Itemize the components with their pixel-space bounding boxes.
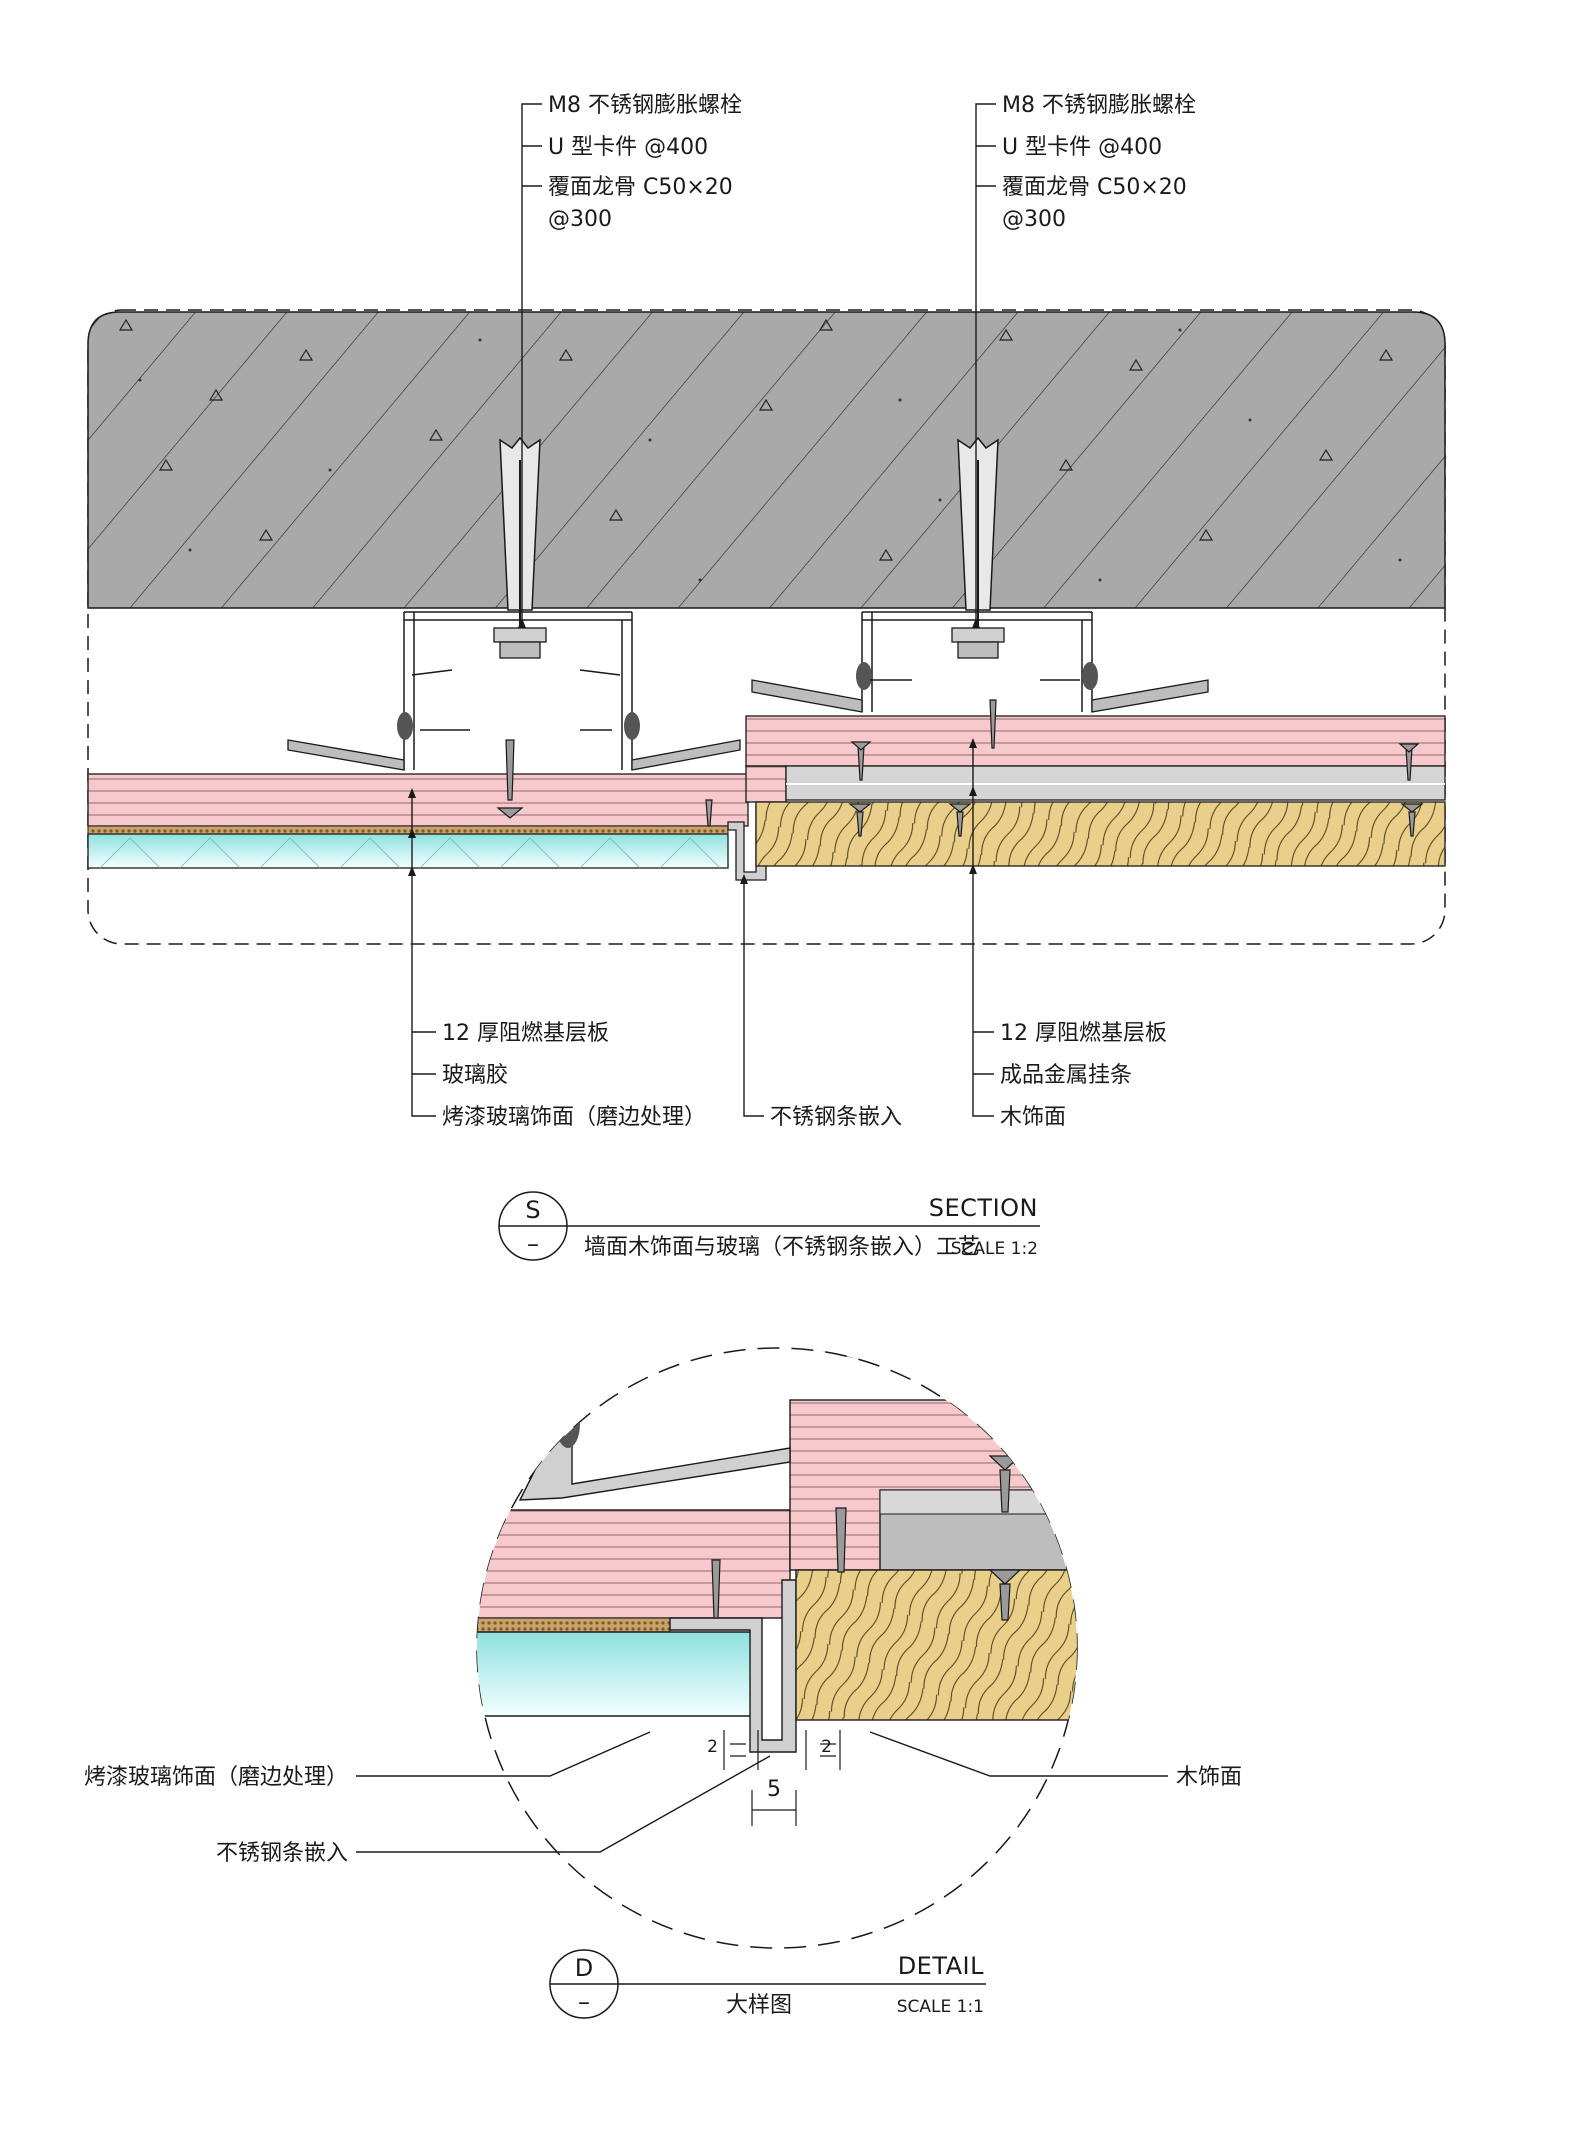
glass-glue-layer xyxy=(87,825,729,835)
callout-steel-strip: 不锈钢条嵌入 xyxy=(770,1105,902,1130)
section-scale: SCALE 1:2 xyxy=(951,1239,1038,1259)
section-boundary xyxy=(87,309,1446,945)
callout-keel-right: 覆面龙骨 C50×20 xyxy=(1002,175,1187,200)
callout-keel-spacing-left: @300 xyxy=(548,207,612,232)
u-clip-right xyxy=(751,611,1209,713)
screws xyxy=(496,699,1424,837)
detail-glue xyxy=(477,1617,671,1633)
section-mark-sub: – xyxy=(527,1230,539,1258)
callout-hanger: 成品金属挂条 xyxy=(1000,1063,1132,1088)
base-board-left xyxy=(87,773,749,827)
metal-hanger-strip xyxy=(785,765,1446,801)
leaders-top xyxy=(521,103,996,620)
detail-board-left xyxy=(477,1509,791,1619)
callout-glue: 玻璃胶 xyxy=(442,1063,508,1088)
detail-scale: SCALE 1:1 xyxy=(897,1997,984,2017)
section-title-en: SECTION xyxy=(929,1194,1038,1222)
detail-title-block: D – DETAIL 大样图 SCALE 1:1 xyxy=(549,1949,986,2019)
detail-callout-glass: 烤漆玻璃饰面（磨边处理） xyxy=(84,1765,348,1790)
detail-callout-steel: 不锈钢条嵌入 xyxy=(216,1841,348,1866)
callout-glass: 烤漆玻璃饰面（磨边处理） xyxy=(442,1105,706,1130)
detail-wood xyxy=(795,1569,1077,1721)
detail-dimensions xyxy=(723,1730,841,1826)
section-title-block: S – SECTION 墙面木饰面与玻璃（不锈钢条嵌入）工艺 SCALE 1:2 xyxy=(498,1191,1040,1261)
callout-board-right: 12 厚阻燃基层板 xyxy=(1000,1021,1167,1046)
concrete-wall xyxy=(87,311,1446,609)
callout-bolt-left: M8 不锈钢膨胀螺栓 xyxy=(548,93,742,118)
callout-keel-spacing-right: @300 xyxy=(1002,207,1066,232)
detail-mark-sub: – xyxy=(578,1988,590,2016)
section-title-cn: 墙面木饰面与玻璃（不锈钢条嵌入）工艺 xyxy=(584,1235,980,1260)
detail-leaders xyxy=(356,1731,1168,1853)
expansion-bolt-right xyxy=(951,436,1005,659)
dim-gap-left: 2 xyxy=(707,1737,718,1757)
section-drawing: M8 不锈钢膨胀螺栓 U 型卡件 @400 覆面龙骨 C50×20 @300 M… xyxy=(87,93,1446,1130)
callout-wood: 木饰面 xyxy=(1000,1105,1066,1130)
callout-keel-left: 覆面龙骨 C50×20 xyxy=(548,175,733,200)
detail-glass xyxy=(477,1631,759,1717)
leader-arrows xyxy=(408,618,980,884)
dim-gap-right: 2 xyxy=(821,1737,832,1757)
section-mark: S xyxy=(525,1196,540,1224)
wood-veneer-panel xyxy=(755,801,1446,867)
detail-title-cn: 大样图 xyxy=(726,1993,792,2018)
detail-bracket xyxy=(518,1419,791,1501)
lacquered-glass-panel xyxy=(87,833,729,869)
callout-uclip-right: U 型卡件 @400 xyxy=(1002,135,1162,160)
callout-uclip-left: U 型卡件 @400 xyxy=(548,135,708,160)
detail-callout-wood: 木饰面 xyxy=(1176,1765,1242,1790)
detail-mark: D xyxy=(575,1954,593,1982)
callout-board-left: 12 厚阻燃基层板 xyxy=(442,1021,609,1046)
dim-width: 5 xyxy=(767,1777,781,1802)
u-clip-left xyxy=(287,611,741,771)
detail-drawing: 2 2 5 烤漆玻璃饰面（磨边处理） 不锈钢条嵌入 木饰面 xyxy=(84,1347,1242,1949)
detail-title-en: DETAIL xyxy=(898,1952,984,1980)
expansion-bolt-left xyxy=(493,436,547,659)
callout-bolt-right: M8 不锈钢膨胀螺栓 xyxy=(1002,93,1196,118)
